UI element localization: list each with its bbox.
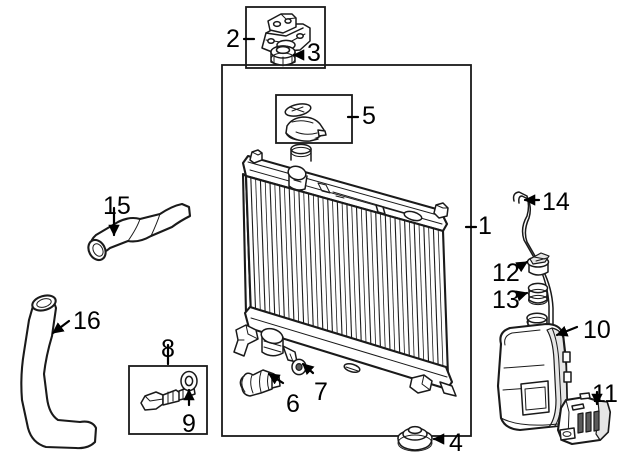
- callout-label-7: 7: [314, 378, 328, 406]
- callout-leaders: [51, 37, 603, 445]
- callout-label-6: 6: [286, 390, 300, 418]
- part-rubber-mount-upper: [270, 45, 296, 67]
- part-mount-bracket: [261, 13, 311, 53]
- part-coolant-temp-sensor: [140, 387, 196, 411]
- callout-label-9: 9: [182, 410, 196, 438]
- frame-temp-sensor: [128, 365, 208, 435]
- part-reservoir-seal: [527, 282, 549, 306]
- part-rubber-mount-lower: [397, 425, 433, 452]
- callout-label-13: 13: [492, 286, 520, 314]
- callout-label-8: 8: [161, 335, 175, 363]
- frame-mount-bracket: [245, 6, 326, 69]
- frame-main-radiator: [221, 64, 472, 437]
- part-hose-clip: [239, 369, 281, 397]
- callout-label-4: 4: [449, 429, 463, 457]
- part-lower-radiator-hose: [20, 294, 98, 450]
- callout-label-16: 16: [73, 307, 101, 335]
- callout-label-10: 10: [583, 316, 611, 344]
- part-reservoir-cap: [526, 252, 550, 276]
- part-drain-plug-oring: [291, 358, 307, 376]
- part-radiator-assembly: [233, 143, 457, 397]
- callout-label-14: 14: [542, 188, 570, 216]
- callout-label-3: 3: [307, 39, 321, 67]
- part-sensor-oring: [180, 370, 198, 392]
- part-reservoir-bracket: [556, 392, 612, 446]
- callout-label-1: 1: [478, 212, 492, 240]
- callout-label-15: 15: [103, 192, 131, 220]
- radiator-core-fins: [250, 177, 444, 375]
- callout-label-11: 11: [592, 380, 618, 408]
- callout-label-2: 2: [226, 25, 240, 53]
- frame-radiator-cap: [275, 94, 353, 144]
- callout-label-5: 5: [362, 102, 376, 130]
- part-radiator-cap: [284, 103, 327, 142]
- callout-label-12: 12: [492, 259, 520, 287]
- part-upper-radiator-hose: [87, 202, 192, 262]
